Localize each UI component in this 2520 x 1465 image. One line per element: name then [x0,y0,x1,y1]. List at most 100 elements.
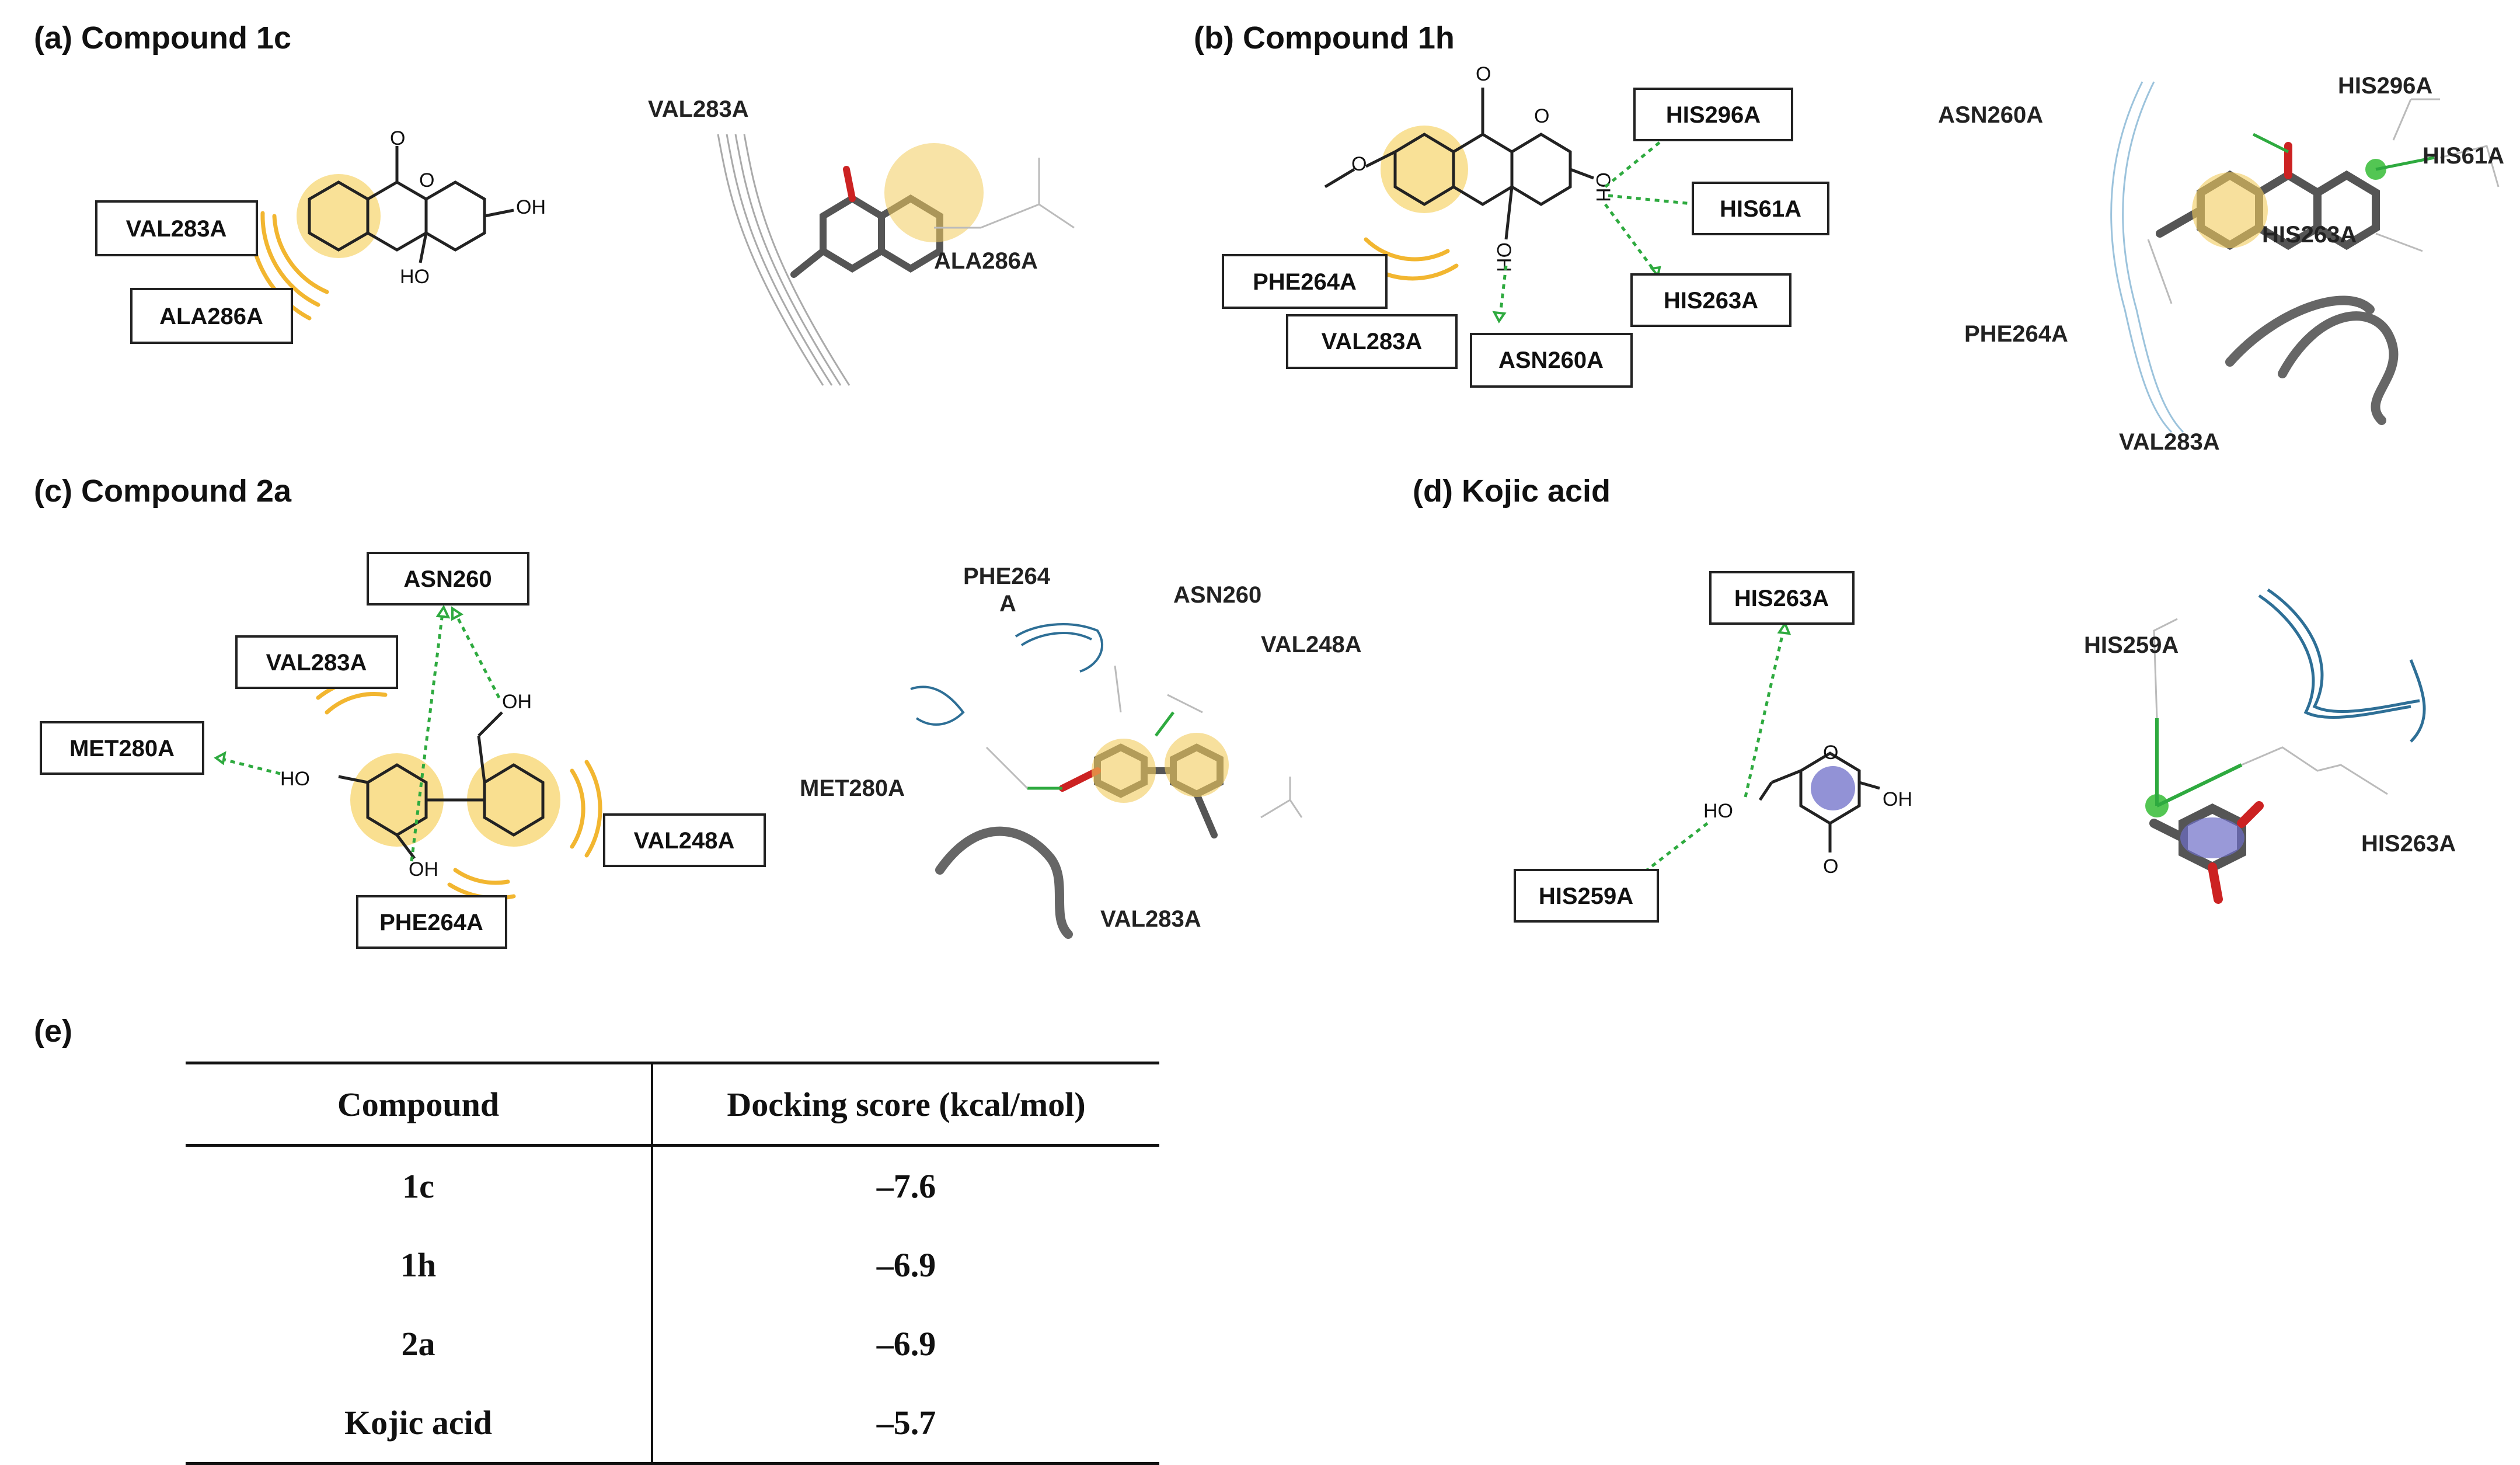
atom-ring-o: O [419,169,434,192]
atom-carbonyl-o: O [1476,64,1491,85]
cell-compound: 1c [186,1145,653,1226]
cell-score: –6.9 [876,1325,936,1363]
atom-oh-right: OH [1592,172,1614,202]
atom-oh-right: OH [1883,788,1912,810]
residue-box-his259a: HIS259A [1514,869,1659,923]
molecule-2a-skeleton [338,711,545,859]
label-val283a: VAL283A [1100,906,1201,932]
residue-box-phe264a: PHE264A [356,895,507,949]
cell-score: –6.9 [876,1246,936,1284]
protein-coil [2225,295,2399,425]
residue-box-asn260: ASN260 [367,552,529,606]
side-chain-lines [934,158,1075,229]
table-row: Kojic acid –5.7 [186,1383,1159,1465]
side-chain-lines [2153,618,2388,795]
protein-ribbon [717,134,851,386]
cell-compound: Kojic acid [186,1383,653,1465]
atom-ring-o: O [1823,742,1838,764]
molecule-kojic-skeleton [1758,751,1880,852]
atom-keto-o: O [1823,855,1838,878]
hbond-sticks [2252,133,2435,171]
panel-b-title: (b) Compound 1h [1194,20,1455,55]
residue-box-phe264a: PHE264A [1222,254,1388,309]
label-val283a: VAL283A [2119,429,2220,455]
atom-oh-right: OH [516,196,546,218]
table-header-row: Compound Docking score (kcal/mol) [186,1062,1159,1147]
label-val248a: VAL248A [1261,632,1362,657]
residue-box-his296a: HIS296A [1633,88,1793,141]
panel-b-3d-view: ASN260A HIS296A HIS61A HIS263A PHE264A V… [1938,73,2504,455]
label-asn260a: ASN260A [1938,102,2043,128]
label-phe264-chain: A [999,591,1016,617]
hbond-sticks [1027,711,1174,790]
aromatic-ring-highlight [1811,766,1855,810]
hbond-lines [221,612,501,862]
panel-a-2d-diagram: O O OH HO VAL283A ALA286A [95,127,546,344]
label-phe264a: PHE264A [1964,321,2068,347]
panel-d-3d-view: HIS259A HIS263A [2084,588,2456,904]
svg-text:ALA286A: ALA286A [159,304,263,329]
atom-oh-bottom: OH [1493,242,1515,272]
cell-score: –7.6 [876,1167,936,1205]
residue-box-asn260a: ASN260A [1470,333,1633,388]
svg-text:HIS296A: HIS296A [1666,102,1761,128]
hydrophobic-ring-highlight-right [467,753,560,847]
hbond-sticks [2155,718,2243,808]
svg-text:VAL248A: VAL248A [634,828,735,854]
residue-box-his263a: HIS263A [1630,273,1791,327]
residue-box-val283a: VAL283A [1286,314,1458,369]
hbond-lines [1642,630,1785,874]
hbond-arrowheads [1636,621,1791,881]
hydrophobic-sphere [2192,172,2268,248]
aromatic-ring-highlight [2180,817,2244,858]
svg-text:ASN260A: ASN260A [1498,347,1604,373]
hbond-lines [1498,133,1699,316]
label-asn260: ASN260 [1173,582,1261,608]
residue-box-his61a: HIS61A [1692,182,1829,235]
residue-box-ala286a: ALA286A [130,288,293,344]
label-his263a: HIS263A [2361,831,2456,857]
label-his296a: HIS296A [2338,73,2432,99]
panel-d-title: (d) Kojic acid [1413,474,1611,509]
side-chain-lines [2147,98,2500,304]
svg-text:HIS259A: HIS259A [1539,883,1633,909]
panel-a-title: (a) Compound 1c [34,20,291,55]
panel-e-title: (e) [34,1014,72,1049]
header-docking-score: Docking score (kcal/mol) [652,1062,1159,1147]
atom-carbonyl-o: O [390,127,405,149]
atom-oh-bottom: HO [400,266,430,288]
panel-b-2d-diagram: O O O OH OH HIS296A HIS61A HIS263A [1222,64,1829,388]
atom-ring-o: O [1534,105,1549,127]
protein-mesh [2258,588,2426,743]
table-row: 1h –6.9 [186,1226,1159,1304]
atom-oh-top: OH [502,691,532,713]
residue-box-his263a: HIS263A [1709,571,1855,625]
ligand-sticks [2149,801,2264,904]
molecule-1c-skeleton [308,146,514,263]
atom-ho-left: HO [280,768,310,790]
atom-ho-left: HO [1703,800,1733,822]
atom-oh-bottom: OH [409,858,438,881]
svg-text:VAL283A: VAL283A [1322,329,1423,354]
atom-methoxy-o: O [1351,153,1367,175]
svg-text:HIS263A: HIS263A [1664,288,1758,314]
residue-box-val283a: VAL283A [235,635,398,689]
label-val283a: VAL283A [648,96,749,122]
label-his263a: HIS263A [2262,222,2357,248]
molecule-1h-skeleton [1324,88,1594,240]
label-phe264: PHE264 [963,563,1051,589]
svg-text:HIS61A: HIS61A [1720,196,1801,222]
table-row: 2a –6.9 [186,1304,1159,1383]
svg-text:PHE264A: PHE264A [379,910,483,935]
label-met280a: MET280A [800,775,905,801]
hbond-arrowheads [214,604,463,765]
docking-score-table: Compound Docking score (kcal/mol) 1c –7.… [186,1062,1159,1465]
table-row: 1c –7.6 [186,1145,1159,1226]
hydrophobic-sphere-right [1165,733,1229,797]
svg-text:HIS263A: HIS263A [1734,586,1829,611]
panel-a-3d-view: VAL283A ALA286A [648,96,1075,386]
hydrophobic-sphere [884,143,984,242]
svg-text:ASN260: ASN260 [403,566,492,592]
cell-compound: 2a [186,1304,653,1383]
